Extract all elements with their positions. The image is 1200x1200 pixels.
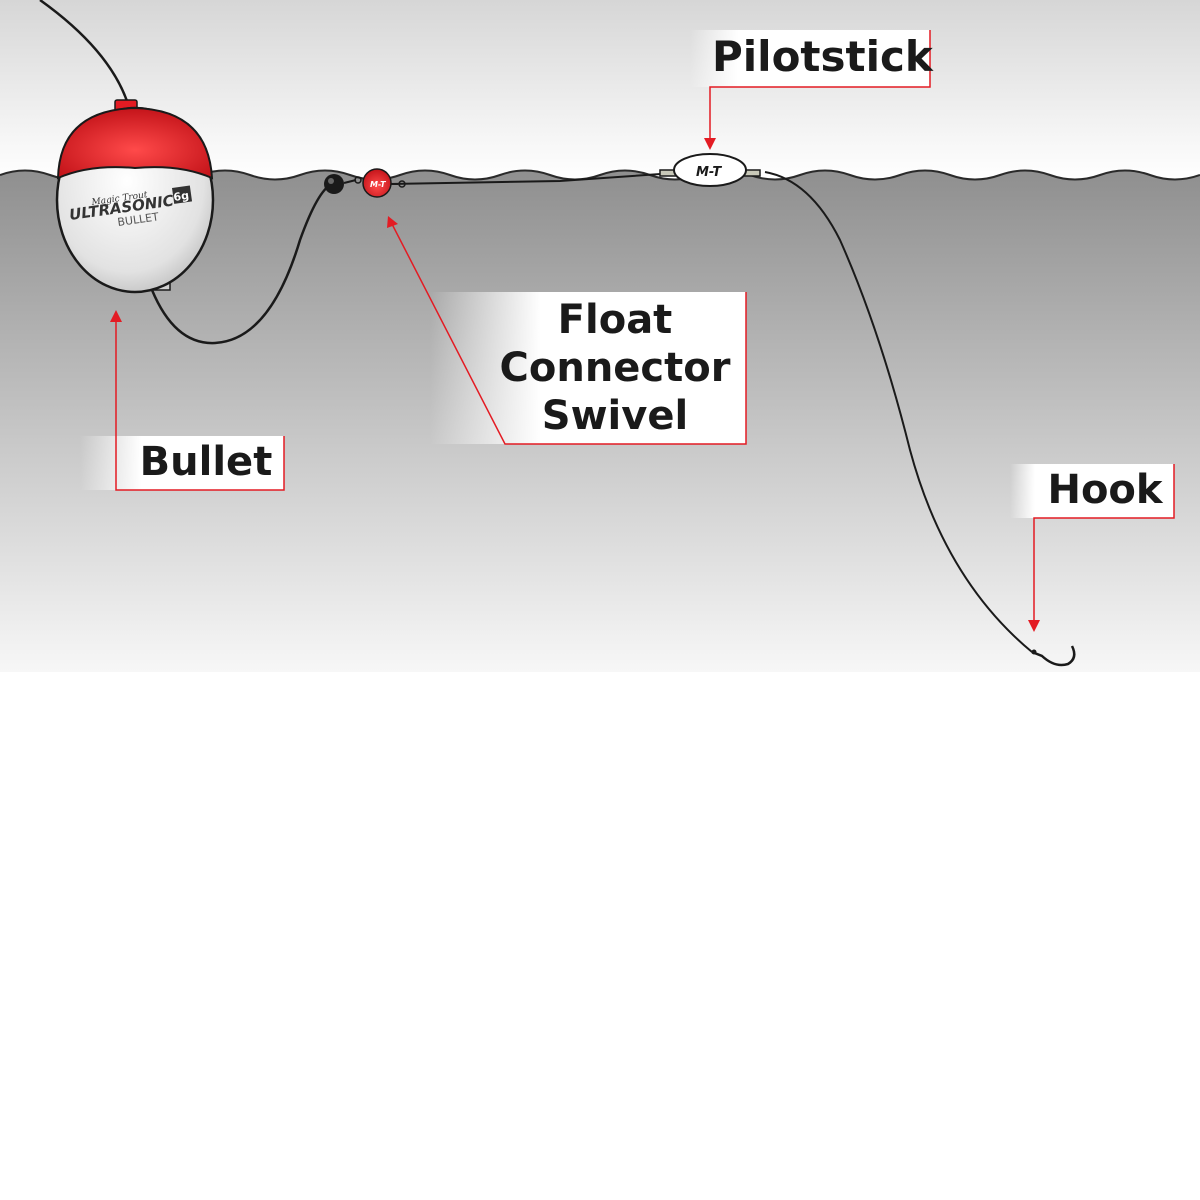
connector-label-line-3: Swivel	[541, 393, 689, 439]
bullet-label: Bullet	[132, 440, 280, 486]
pilotstick-logo-text: M-T	[696, 165, 722, 180]
hook-shape	[1031, 645, 1076, 667]
connector-callout-line	[391, 223, 747, 445]
bullet-label-text: Bullet	[139, 439, 273, 485]
black-bead	[324, 174, 344, 194]
pilotstick-float: M-T	[659, 153, 761, 187]
hook-line	[764, 171, 1033, 653]
leader-line	[389, 171, 691, 185]
bullet-arrow	[110, 310, 122, 322]
pilotstick-label: Pilotstick	[712, 32, 933, 84]
connector-label-line-1: Float	[557, 297, 673, 343]
hook	[1031, 645, 1076, 667]
float-weight-text: 6g	[173, 189, 190, 204]
hook-arrow	[1028, 620, 1040, 632]
pilotstick-arrow	[704, 138, 716, 150]
hook-eye	[1031, 649, 1037, 655]
connector-label: Float Connector Swivel	[490, 296, 740, 440]
float-weight-badge	[172, 185, 193, 204]
hook-callout-line	[1033, 464, 1175, 625]
pilotstick-label-text: Pilotstick	[712, 32, 933, 81]
swivel-link-left	[343, 179, 357, 184]
float-variant-text: BULLET	[117, 210, 160, 229]
hook-label-bg	[1010, 464, 1174, 518]
connector-logo-text: M-T	[370, 180, 386, 189]
bullet-callout-line	[115, 318, 285, 491]
connector-arrow	[387, 216, 398, 228]
swivel-ring-right	[398, 180, 406, 188]
swivel-ring-left	[354, 176, 362, 184]
main-line	[39, 0, 130, 105]
hook-label-text: Hook	[1047, 467, 1163, 513]
bullet-float: Magic Trout ULTRASONIC BULLET 6g	[55, 99, 215, 294]
pilotstick-label-bg	[690, 30, 930, 87]
connector-label-line-2: Connector	[499, 345, 731, 391]
hook-label: Hook	[1040, 468, 1170, 514]
connector-label-bg	[430, 292, 746, 444]
pilotstick-body	[673, 153, 747, 187]
bullet-loop-line	[150, 182, 333, 345]
bullet-label-bg	[80, 436, 284, 490]
bead-highlight	[328, 178, 334, 184]
pilotstick-callout-line	[709, 30, 931, 145]
float-body-red	[56, 106, 214, 180]
